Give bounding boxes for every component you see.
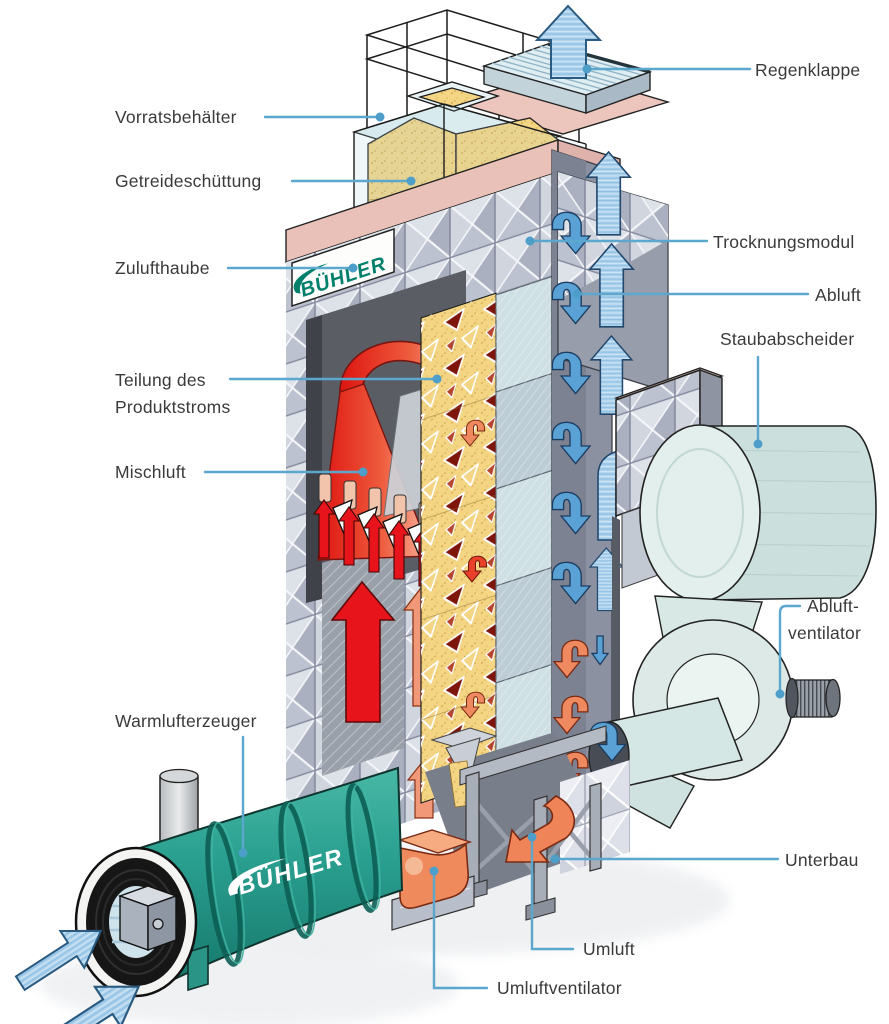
circulating-air-arrow bbox=[505, 795, 576, 863]
label-unterbau: Unterbau bbox=[785, 850, 859, 870]
label-vorratsbehaelter: Vorratsbehälter bbox=[115, 107, 237, 127]
leader-abluftventilator bbox=[778, 604, 802, 692]
hot-air-arrow bbox=[330, 580, 396, 723]
label-umluftventilator: Umluftventilator bbox=[497, 978, 622, 998]
label-trocknungsmodul: Trocknungsmodul bbox=[713, 232, 854, 252]
exhaust-shaft bbox=[551, 149, 678, 847]
label-teilung-line1: Teilung des bbox=[115, 370, 206, 390]
exhaust-up-arrow bbox=[534, 4, 603, 79]
label-abluft: Abluft bbox=[815, 285, 861, 305]
burner-unit bbox=[117, 885, 179, 951]
label-getreideschuettung: Getreideschüttung bbox=[115, 171, 261, 191]
heater-body bbox=[138, 766, 404, 994]
label-mischluft: Mischluft bbox=[115, 462, 186, 482]
hot-air-generator: BÜHLER bbox=[74, 766, 404, 998]
label-teilung-line2: Produktstroms bbox=[115, 397, 230, 417]
substructure bbox=[425, 725, 630, 921]
chimney bbox=[159, 768, 199, 857]
label-staubabscheider: Staubabscheider bbox=[720, 329, 854, 349]
annotations: Regenklappe Vorratsbehälter Getreideschü… bbox=[115, 60, 861, 998]
label-umluft: Umluft bbox=[583, 939, 635, 959]
fan-shaft bbox=[785, 677, 841, 719]
module-panels bbox=[495, 275, 553, 781]
label-abluftventilator-line1: Abluft- bbox=[807, 596, 859, 616]
leader-umluft bbox=[530, 838, 575, 951]
leader-umluftventilator bbox=[432, 872, 489, 990]
leader-lines bbox=[203, 67, 810, 990]
heater-foot bbox=[187, 944, 209, 992]
cross-braces bbox=[472, 798, 594, 880]
burner-front bbox=[74, 846, 198, 998]
label-zulufthaube: Zulufthaube bbox=[115, 258, 210, 278]
dust-separator bbox=[639, 424, 877, 602]
label-abluftventilator-line2: ventilator bbox=[788, 623, 861, 643]
label-texts: Regenklappe Vorratsbehälter Getreideschü… bbox=[115, 60, 861, 998]
label-regenklappe: Regenklappe bbox=[755, 60, 860, 80]
label-warmlufterzeuger: Warmlufterzeuger bbox=[115, 711, 257, 731]
drying-column bbox=[420, 275, 553, 804]
leader-dots bbox=[238, 64, 785, 876]
